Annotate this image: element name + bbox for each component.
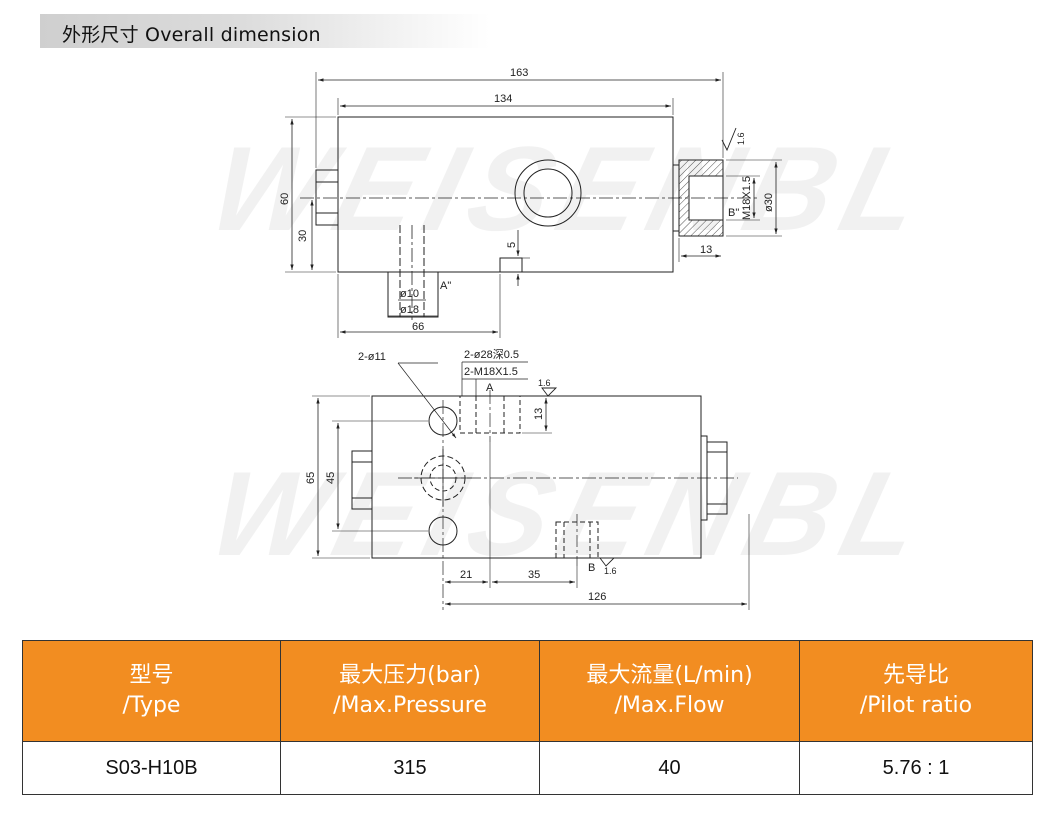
dim-depth: 13 — [533, 408, 545, 420]
header-pressure-zh: 最大压力(bar) — [339, 663, 481, 688]
dim-port-position: 66 — [412, 321, 424, 333]
cell-flow: 40 — [539, 741, 800, 795]
body-step — [499, 257, 523, 273]
dim-overall-length: 163 — [510, 67, 528, 79]
dim-front-height: 65 — [305, 472, 317, 484]
cell-pilot-ratio: 5.76 : 1 — [799, 741, 1033, 795]
front-view-labels: 2-ø11 2-ø28深0.5 2-M18X1.5 A 1.6 13 65 45… — [305, 348, 617, 603]
dim-center-height: 30 — [297, 230, 309, 242]
header-flow-en: /Max.Flow — [614, 693, 725, 718]
technical-drawing: 163 134 60 30 5 ø10 ø18 A" 66 M18X1.5 B"… — [279, 67, 782, 610]
front-view — [312, 361, 750, 610]
spec-table-header-row: 型号 /Type 最大压力(bar) /Max.Pressure 最大流量(L/… — [22, 640, 1033, 742]
label-port-a: A" — [440, 280, 451, 292]
roughness-top: 1.6 — [736, 132, 746, 145]
dim-front-overall: 126 — [588, 591, 606, 603]
dim-height: 60 — [279, 193, 291, 205]
dim-mount-holes: 2-ø11 — [358, 351, 386, 363]
left-nut — [315, 169, 339, 226]
roughness-b: 1.6 — [604, 566, 617, 576]
dim-spotface: ø30 — [763, 193, 775, 212]
port-inner-circle — [523, 168, 573, 218]
dim-body-length: 134 — [494, 93, 512, 105]
header-pressure-en: /Max.Pressure — [333, 693, 487, 718]
table-row: S03-H10B 315 40 5.76 : 1 — [22, 741, 1033, 795]
header-pilot-zh: 先导比 — [882, 663, 949, 688]
header-type-en: /Type — [122, 693, 181, 718]
dim-spotface-depth: 2-ø28深0.5 — [464, 348, 519, 361]
dim-port-outer: ø18 — [400, 304, 419, 316]
header-type: 型号 /Type — [22, 640, 281, 742]
header-flow-zh: 最大流量(L/min) — [586, 663, 753, 688]
section-header: 外形尺寸 Overall dimension — [40, 14, 490, 48]
cell-type: S03-H10B — [22, 741, 281, 795]
cell-pressure: 315 — [280, 741, 540, 795]
header-flow: 最大流量(L/min) /Max.Flow — [539, 640, 800, 742]
dim-offset-2: 35 — [528, 569, 540, 581]
dim-step: 5 — [506, 242, 518, 248]
spec-table: 型号 /Type 最大压力(bar) /Max.Pressure 最大流量(L/… — [22, 640, 1033, 795]
header-pilot-en: /Pilot ratio — [859, 693, 973, 718]
dim-nut-length: 13 — [700, 244, 712, 256]
header-type-zh: 型号 — [129, 663, 174, 688]
dim-thread: M18X1.5 — [741, 176, 753, 220]
top-view — [285, 72, 782, 338]
top-view-labels: 163 134 60 30 5 ø10 ø18 A" 66 M18X1.5 B"… — [279, 67, 775, 333]
label-port-b-front: B — [588, 562, 595, 574]
dim-threads: 2-M18X1.5 — [464, 366, 518, 378]
header-pilot-ratio: 先导比 /Pilot ratio — [799, 640, 1033, 742]
dim-port-inner: ø10 — [400, 288, 419, 300]
port-outer-circle — [514, 159, 582, 227]
dim-offset-1: 21 — [460, 569, 472, 581]
dim-hole-spacing: 45 — [325, 472, 337, 484]
section-title: 外形尺寸 Overall dimension — [62, 24, 321, 46]
bottom-port — [387, 271, 439, 318]
label-port-b: B" — [728, 207, 739, 219]
header-pressure: 最大压力(bar) /Max.Pressure — [280, 640, 540, 742]
roughness-a: 1.6 — [538, 378, 551, 388]
label-port-a-front: A — [486, 382, 494, 394]
